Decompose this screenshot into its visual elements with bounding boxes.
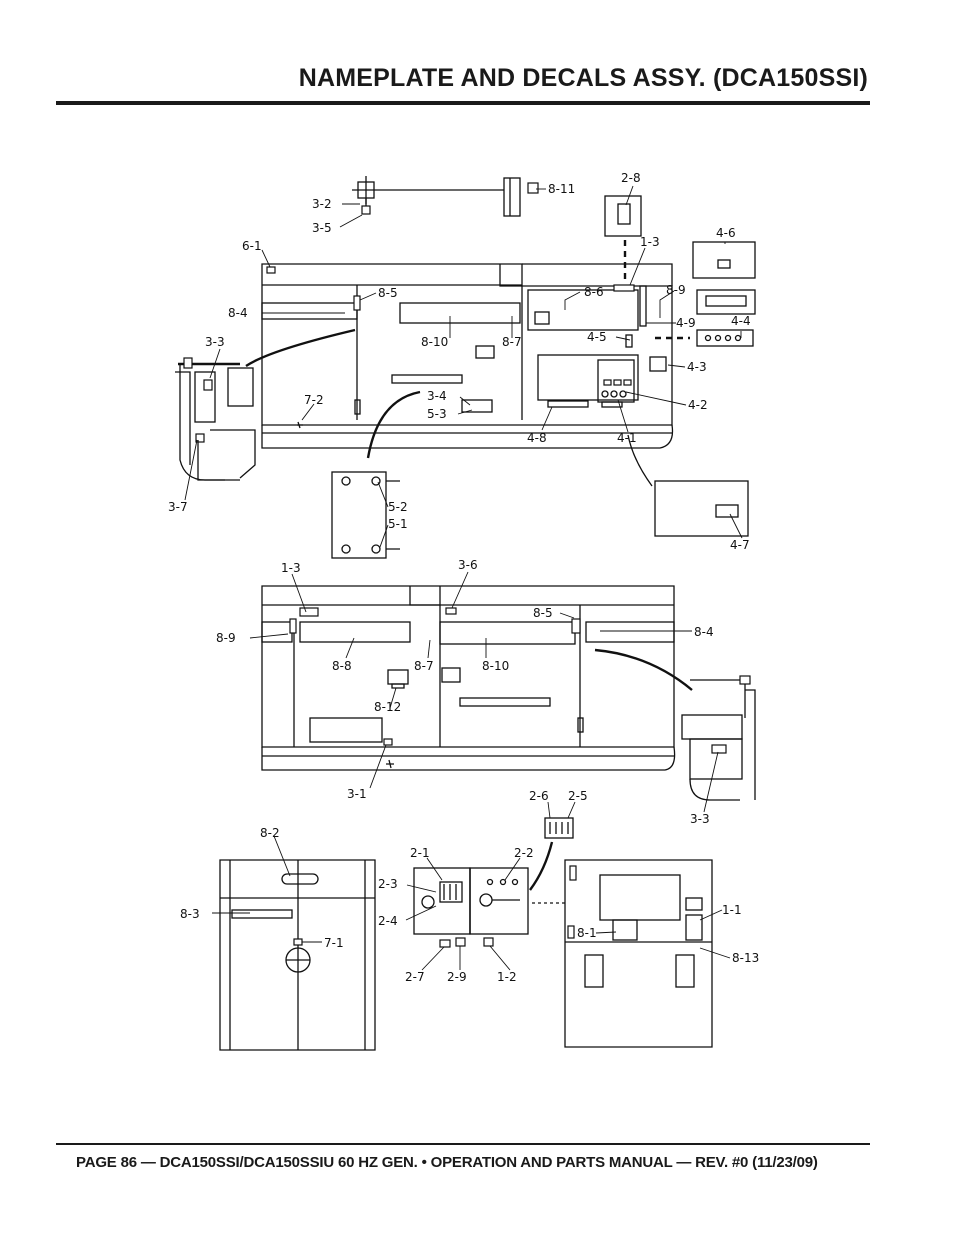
callout-1-3-b: 1-3 xyxy=(281,561,301,575)
footer-rule xyxy=(56,1143,870,1145)
callout-8-12: 8-12 xyxy=(374,700,401,714)
callout-1-1: 1-1 xyxy=(722,903,742,917)
control-panel-detail xyxy=(413,817,574,948)
callout-1-3: 1-3 xyxy=(640,235,660,249)
callout-8-13: 8-13 xyxy=(732,951,759,965)
callout-3-1: 3-1 xyxy=(347,787,367,801)
callout-4-3: 4-3 xyxy=(687,360,707,374)
callout-3-5: 3-5 xyxy=(312,221,332,235)
callout-4-2: 4-2 xyxy=(688,398,708,412)
callout-8-4: 8-4 xyxy=(228,306,248,320)
callout-4-7: 4-7 xyxy=(730,538,750,552)
generator-side-view-1 xyxy=(175,176,756,559)
callout-8-9: 8-9 xyxy=(666,283,686,297)
callout-2-8: 2-8 xyxy=(621,171,641,185)
callout-8-7: 8-7 xyxy=(502,335,522,349)
callout-2-5: 2-5 xyxy=(568,789,588,803)
callout-8-6: 8-6 xyxy=(584,285,604,299)
callout-8-10-b: 8-10 xyxy=(482,659,509,673)
callout-3-6: 3-6 xyxy=(458,558,478,572)
callout-3-2: 3-2 xyxy=(312,197,332,211)
callout-7-1: 7-1 xyxy=(324,936,344,950)
callout-4-6: 4-6 xyxy=(716,226,736,240)
callout-8-1: 8-1 xyxy=(577,926,597,940)
callout-8-11: 8-11 xyxy=(548,182,575,196)
callout-5-1: 5-1 xyxy=(388,517,408,531)
callout-8-2: 8-2 xyxy=(260,826,280,840)
callout-2-4: 2-4 xyxy=(378,914,398,928)
generator-side-view-2 xyxy=(261,585,756,801)
callout-1-2: 1-2 xyxy=(497,970,517,984)
leader-lines xyxy=(184,185,743,971)
page-title: NAMEPLATE AND DECALS ASSY. (DCA150SSI) xyxy=(298,64,868,92)
header-rule xyxy=(56,101,870,105)
callout-2-6: 2-6 xyxy=(529,789,549,803)
callout-8-8: 8-8 xyxy=(332,659,352,673)
generator-rear-view xyxy=(564,859,713,1048)
callout-8-5-b: 8-5 xyxy=(533,606,553,620)
callout-4-8: 4-8 xyxy=(527,431,547,445)
callout-8-7-b: 8-7 xyxy=(414,659,434,673)
callout-5-3: 5-3 xyxy=(427,407,447,421)
page-footer: PAGE 86 — DCA150SSI/DCA150SSIU 60 HZ GEN… xyxy=(76,1154,818,1171)
callout-5-2: 5-2 xyxy=(388,500,408,514)
callout-4-5: 4-5 xyxy=(587,330,607,344)
callout-4-1: 4-1 xyxy=(617,431,637,445)
callout-labels: 8-11 2-8 3-2 3-5 6-1 1-3 4-6 8-5 8-6 8-9… xyxy=(168,171,759,984)
callout-3-7: 3-7 xyxy=(168,500,188,514)
callout-2-9: 2-9 xyxy=(447,970,467,984)
callout-3-3: 3-3 xyxy=(205,335,225,349)
callout-8-9-b: 8-9 xyxy=(216,631,236,645)
callout-2-3: 2-3 xyxy=(378,877,398,891)
callout-8-5: 8-5 xyxy=(378,286,398,300)
callout-7-2: 7-2 xyxy=(304,393,324,407)
callout-2-7: 2-7 xyxy=(405,970,425,984)
callout-8-3: 8-3 xyxy=(180,907,200,921)
callout-8-4-b: 8-4 xyxy=(694,625,714,639)
callout-6-1: 6-1 xyxy=(242,239,262,253)
callout-4-9: 4-9 xyxy=(676,316,696,330)
callout-2-2: 2-2 xyxy=(514,846,534,860)
generator-end-view xyxy=(219,859,376,1051)
callout-8-10: 8-10 xyxy=(421,335,448,349)
callout-4-4: 4-4 xyxy=(731,314,751,328)
callout-2-1: 2-1 xyxy=(410,846,430,860)
callout-3-4: 3-4 xyxy=(427,389,447,403)
callout-3-3-b: 3-3 xyxy=(690,812,710,826)
